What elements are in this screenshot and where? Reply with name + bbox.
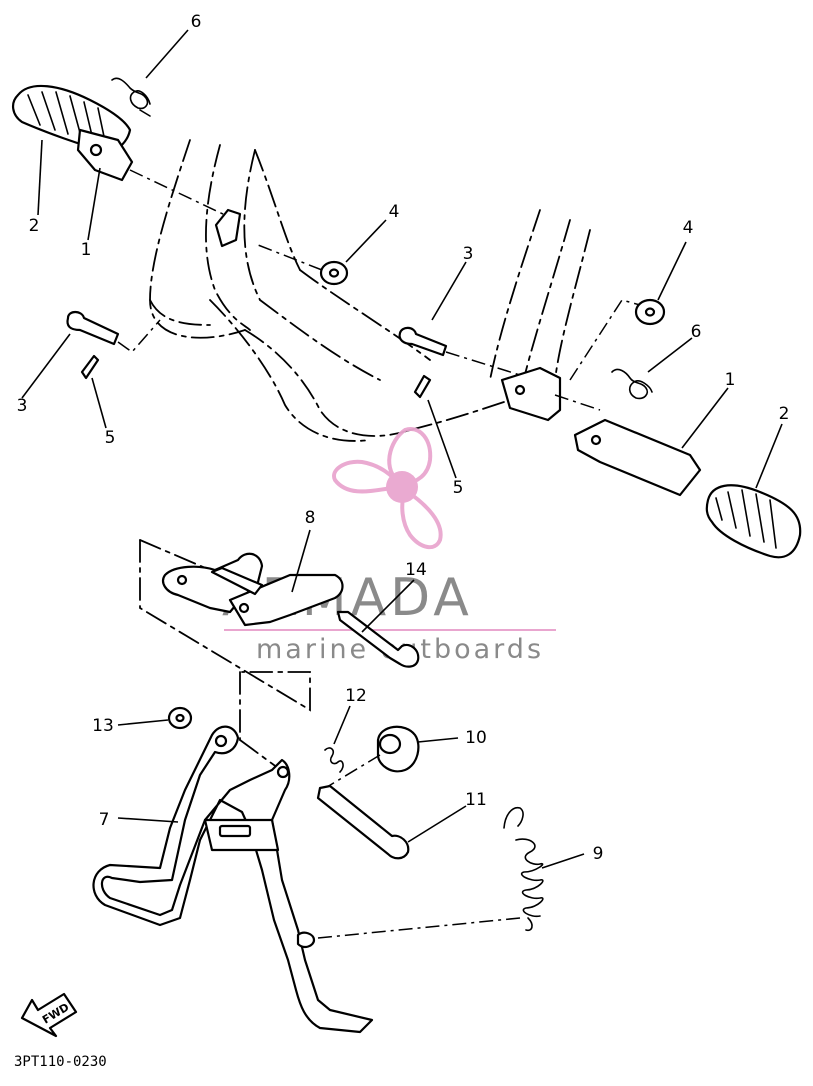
footrest-bracket-left xyxy=(76,128,134,182)
main-stand-7 xyxy=(92,725,374,1034)
callout-6-right: 6 xyxy=(691,322,702,342)
callout-10: 10 xyxy=(465,728,487,748)
callout-11: 11 xyxy=(465,790,487,810)
cotter-pin-5-left xyxy=(80,354,100,380)
callout-6-upper: 6 xyxy=(191,12,202,32)
washer-4-upper xyxy=(319,260,349,286)
callout-3-left: 3 xyxy=(17,396,28,416)
cotter-pin-5-right xyxy=(413,374,432,399)
watermark-logo xyxy=(332,427,443,550)
bolt-14 xyxy=(336,610,420,668)
footrest-bracket-right xyxy=(573,418,702,497)
pin-3-right xyxy=(398,326,448,357)
collar-10 xyxy=(376,725,420,773)
callout-7: 7 xyxy=(99,810,110,830)
spring-12 xyxy=(324,747,344,773)
frame-mount-right xyxy=(500,366,562,422)
callout-1-right: 1 xyxy=(725,370,736,390)
washer-4-right xyxy=(634,298,666,326)
washer-13 xyxy=(167,706,193,730)
torsion-spring-left xyxy=(111,77,151,117)
callout-13: 13 xyxy=(92,716,114,736)
return-spring-9 xyxy=(503,806,544,932)
callout-14: 14 xyxy=(405,560,427,580)
callout-3-right: 3 xyxy=(463,244,474,264)
callout-2-left: 2 xyxy=(29,216,40,236)
callout-9: 9 xyxy=(593,844,604,864)
callout-12: 12 xyxy=(345,686,367,706)
torsion-spring-right xyxy=(611,368,653,400)
callout-labels: 6 2 1 4 3 4 3 6 1 2 5 5 8 14 12 10 13 11… xyxy=(17,12,790,864)
footrest-rubber-right xyxy=(705,484,802,559)
callout-4-upper: 4 xyxy=(389,202,400,222)
callout-2-right: 2 xyxy=(779,404,790,424)
frame-outline xyxy=(149,139,591,442)
fwd-direction-arrow: FWD xyxy=(20,992,78,1038)
diagram-code: 3PT110-0230 xyxy=(14,1054,107,1070)
callout-5-right: 5 xyxy=(453,478,464,498)
callout-1-left: 1 xyxy=(81,240,92,260)
pin-3-left xyxy=(66,310,120,346)
stand-bracket-8 xyxy=(162,552,344,627)
callout-8: 8 xyxy=(305,508,316,528)
callout-4-right: 4 xyxy=(683,218,694,238)
pivot-pin-11 xyxy=(316,784,410,860)
leader-lines xyxy=(21,29,783,869)
callout-5-left: 5 xyxy=(105,428,116,448)
